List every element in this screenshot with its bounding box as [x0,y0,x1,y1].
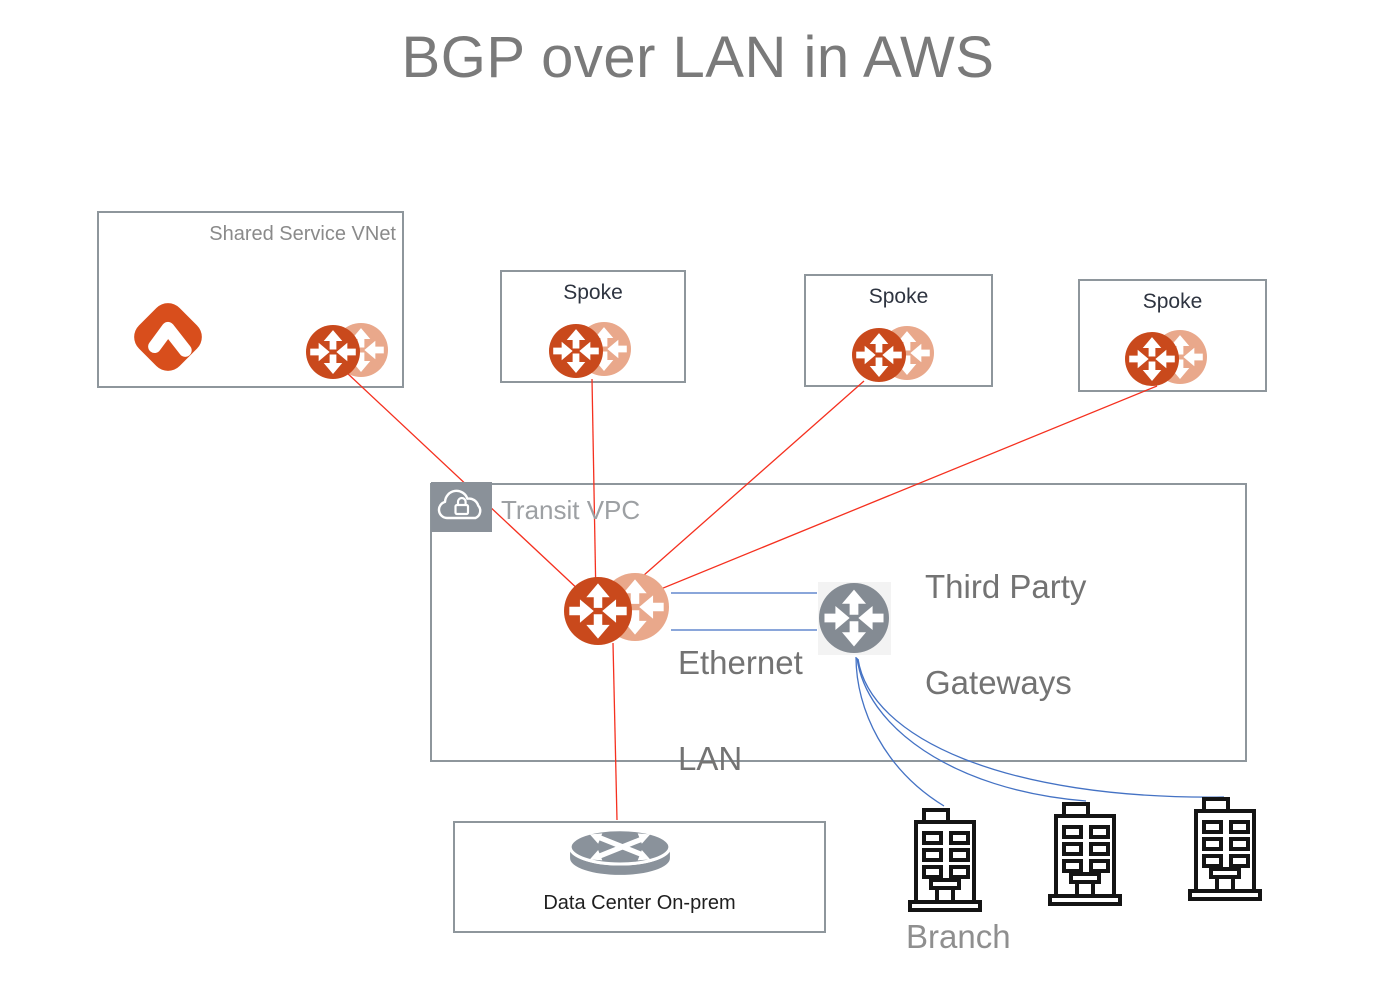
ethernet-lan-line2: LAN [678,740,743,777]
third-party-line1: Third Party [925,568,1087,605]
shared-vnet-router-pair [306,323,388,379]
branch-label: Branch [906,918,1011,955]
cloud-lock-icon [431,482,492,532]
router-icon [564,577,632,645]
router-icon [1125,332,1179,386]
router-icon [306,325,360,379]
spoke-label-2: Spoke [868,285,929,308]
diagram-title: BGP over LAN in AWS [401,25,995,90]
ethernet-lan-label: Ethernet LAN [678,639,803,783]
router-icon [549,324,603,378]
gateway-router-icon [819,583,889,653]
spoke2-router-pair [852,326,934,382]
router-disk-icon [568,826,672,876]
router-icon [852,328,906,382]
building-icon [1188,797,1262,901]
third-party-gateways-label: Third Party Gateways [925,563,1086,707]
ethernet-lan-line1: Ethernet [678,644,803,681]
shared-service-vnet-box: Shared Service VNet [97,211,404,388]
spoke3-router-pair [1125,330,1207,386]
shared-service-vnet-label: Shared Service VNet [209,223,396,245]
building-icon [1048,802,1122,906]
spoke-label-3: Spoke [1142,290,1203,313]
third-party-line2: Gateways [925,664,1072,701]
transit-router-pair [564,573,669,645]
spoke-label-1: Spoke [563,281,623,304]
building-icon [908,808,982,912]
spoke1-router-pair [549,322,631,378]
aviatrix-logo-icon [134,303,202,371]
transit-vpc-label: Transit VPC [501,495,641,525]
data-center-label: Data Center On-prem [543,892,736,914]
